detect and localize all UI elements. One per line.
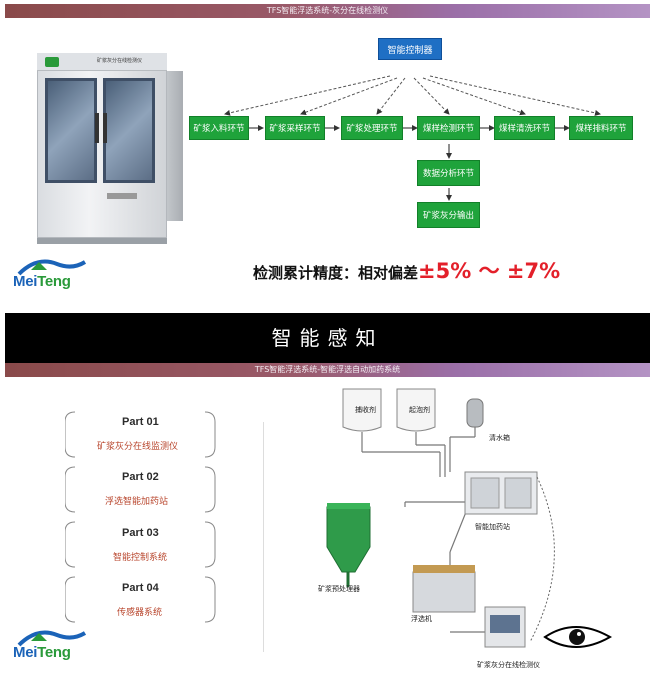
part-04-title: Part 04 xyxy=(122,582,159,594)
parts-brackets xyxy=(65,411,216,623)
flow-step-coal-discharge: 煤样排料环节 xyxy=(569,116,633,140)
part-02-subtitle: 浮选智能加药站 xyxy=(105,497,169,507)
flow-step-slurry-sampling: 矿浆采样环节 xyxy=(265,116,325,140)
part-03-title: Part 03 xyxy=(122,527,159,539)
label-ash-detector: 矿浆灰分在线检测仪 xyxy=(477,661,540,669)
precision-label: 检测累计精度：相对偏差 xyxy=(253,264,419,282)
part-02-title: Part 02 xyxy=(122,471,159,483)
flow-step-coal-detection: 煤样检测环节 xyxy=(417,116,480,140)
flow-step-data-analysis: 数据分析环节 xyxy=(417,160,480,186)
label-collector: 捕收剂 xyxy=(355,406,376,414)
vertical-divider xyxy=(263,422,264,652)
dosing-system-diagram xyxy=(326,388,613,648)
slide2-header: TFS智能浮选系统-智能浮选自动加药系统 xyxy=(5,363,650,377)
label-pretreater: 矿浆预处理器 xyxy=(318,585,360,593)
precision-value: ±5% ～ ±7% xyxy=(418,259,561,283)
flow-arrows xyxy=(224,75,601,201)
smart-perception-banner: 智能感知 xyxy=(5,313,650,363)
smart-controller-box: 智能控制器 xyxy=(378,38,442,60)
label-flotation-machine: 浮选机 xyxy=(411,615,432,623)
flow-step-slurry-processing: 矿浆处理环节 xyxy=(341,116,403,140)
slide1: 矿浆灰分在线检测仪 智能控制器 矿浆入料环节 矿浆采样环节 xyxy=(5,18,650,313)
meiteng-logo: MeiTeng xyxy=(13,258,93,298)
logo-mei-text: Mei xyxy=(13,273,38,290)
label-water-tank: 清水箱 xyxy=(489,434,510,442)
flow-step-coal-washing: 煤样清洗环节 xyxy=(494,116,555,140)
label-frother: 起泡剂 xyxy=(409,406,430,414)
machine-label: 矿浆灰分在线检测仪 xyxy=(97,58,143,64)
logo-teng-text-2: Teng xyxy=(37,644,71,661)
part-01-title: Part 01 xyxy=(122,416,159,428)
slide1-header: TFS智能浮选系统-灰分在线检测仪 xyxy=(5,4,650,18)
part-03-subtitle: 智能控制系统 xyxy=(113,553,168,563)
logo-teng-text: Teng xyxy=(37,273,71,290)
flow-step-ash-output: 矿浆灰分输出 xyxy=(417,202,480,228)
logo-mei-text-2: Mei xyxy=(13,644,38,661)
slide2: Part 01 矿浆灰分在线监测仪 Part 02 浮选智能加药站 Part 0… xyxy=(5,377,650,677)
part-01-subtitle: 矿浆灰分在线监测仪 xyxy=(97,442,179,452)
precision-text: 检测累计精度：相对偏差±5% ～ ±7% xyxy=(253,255,560,285)
label-dosing-station: 智能加药站 xyxy=(475,523,510,531)
meiteng-logo-2: MeiTeng xyxy=(13,629,93,669)
flow-step-slurry-feed: 矿浆入料环节 xyxy=(189,116,249,140)
part-04-subtitle: 传感器系统 xyxy=(117,608,163,618)
